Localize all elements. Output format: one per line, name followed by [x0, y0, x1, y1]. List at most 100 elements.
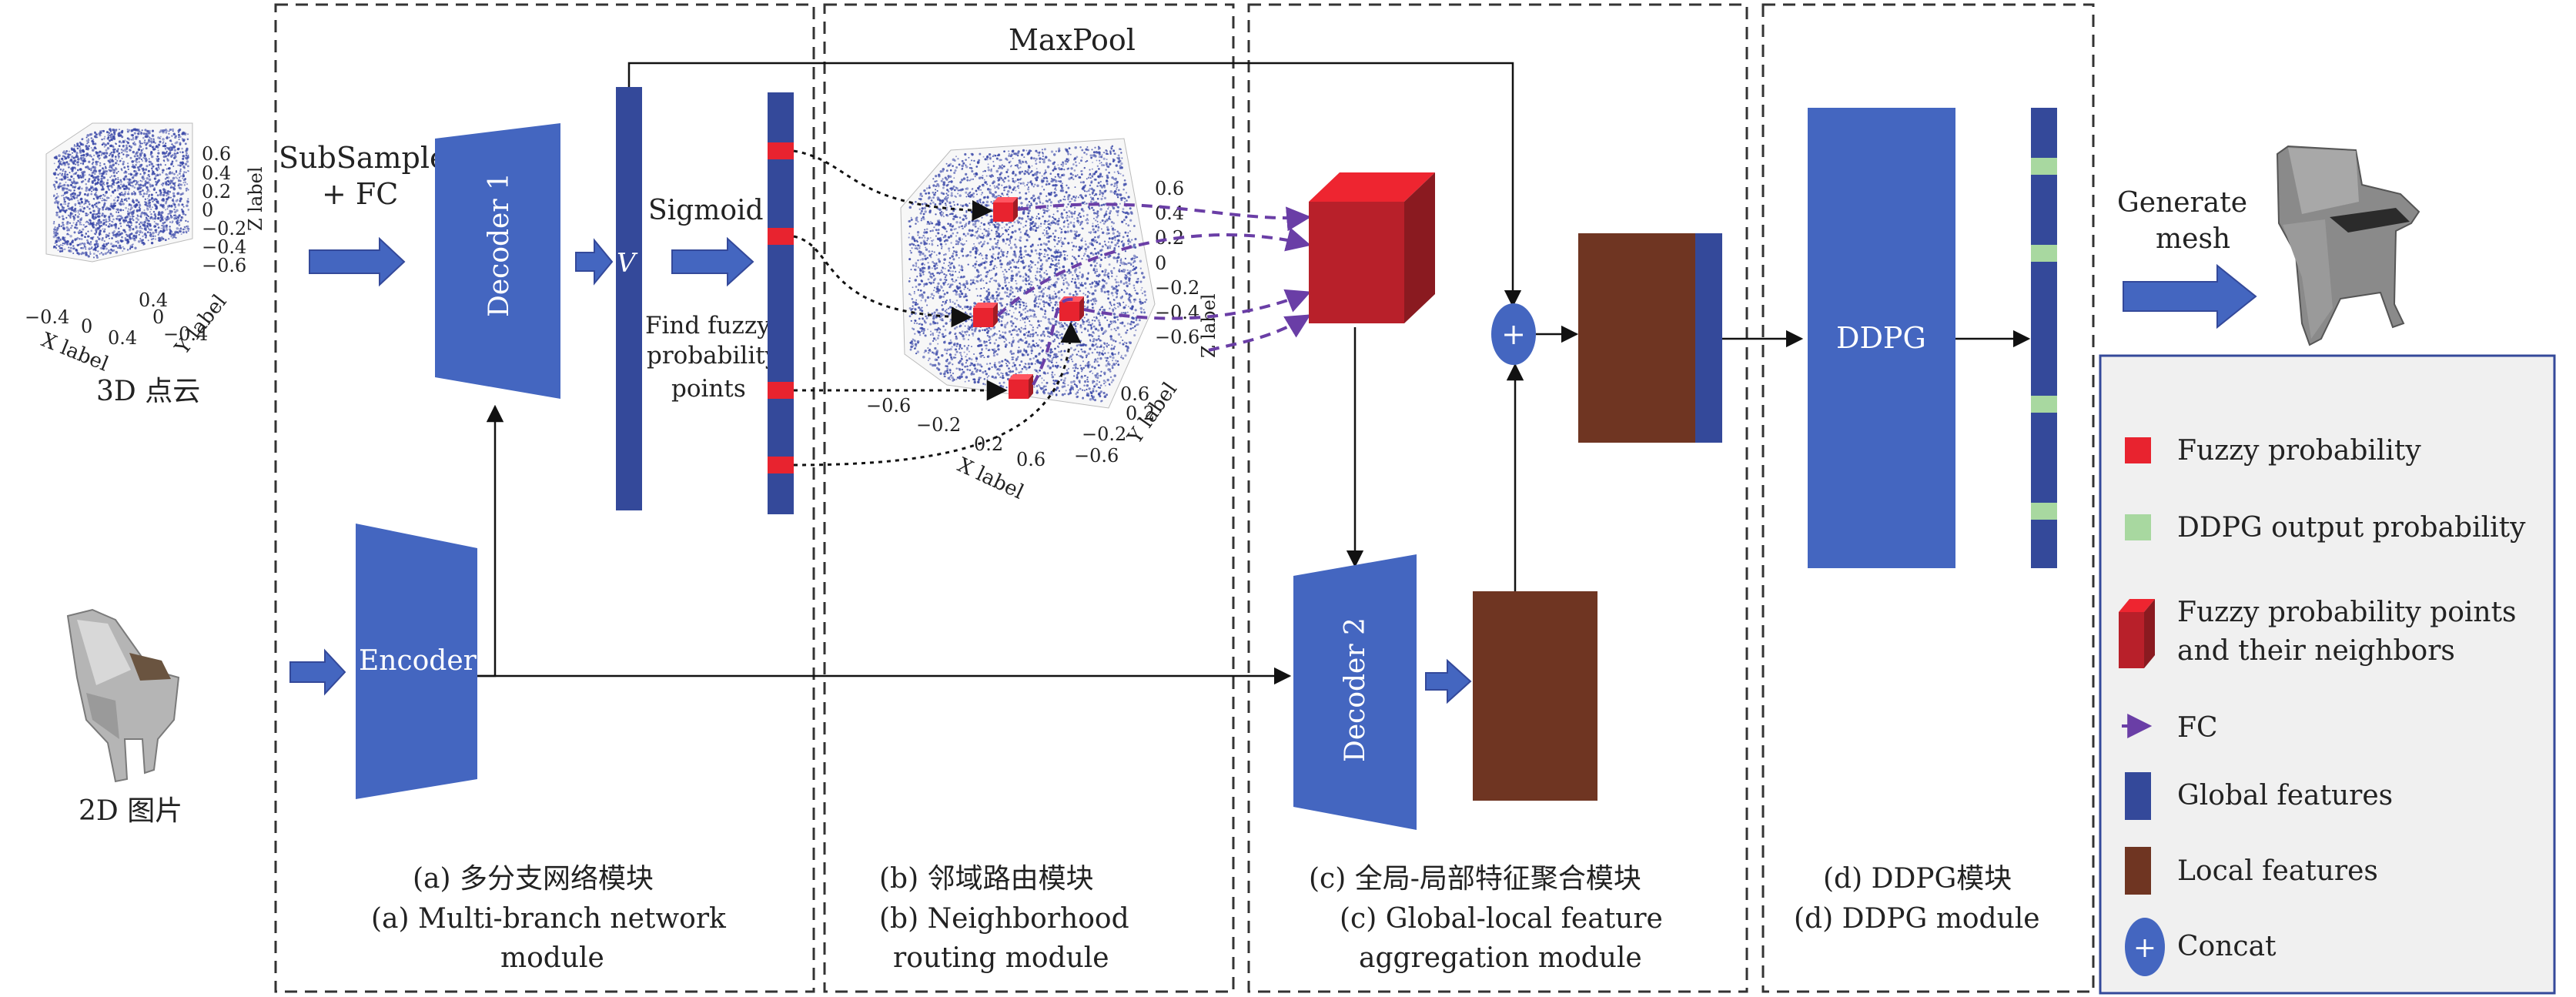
scatter-point — [1072, 178, 1075, 180]
scatter-point — [1058, 331, 1060, 333]
scatter-point — [122, 146, 125, 148]
decoder1-block — [435, 123, 560, 399]
scatter-point — [1097, 319, 1100, 322]
scatter-point — [914, 279, 918, 282]
scatter-point — [66, 205, 69, 208]
scatter-point — [1002, 273, 1005, 276]
scatter-point — [929, 202, 932, 205]
scatter-point — [915, 217, 917, 219]
scatter-point — [1058, 259, 1060, 262]
scatter-point — [131, 243, 133, 246]
scatter-point — [55, 244, 58, 246]
scatter-point — [160, 211, 164, 214]
scatter-point — [79, 149, 82, 152]
scatter-point — [1039, 374, 1042, 377]
scatter-point — [965, 333, 968, 336]
scatter-point — [1085, 250, 1087, 253]
scatter-point — [1008, 367, 1010, 370]
scatter-point — [978, 242, 981, 245]
scatter-point — [923, 351, 925, 353]
scatter-point — [992, 182, 995, 185]
scatter-point — [89, 154, 92, 157]
scatter-point — [85, 233, 88, 236]
scatter-point — [160, 227, 162, 229]
scatter-point — [91, 167, 93, 169]
scatter-point — [54, 201, 57, 204]
scatter-point — [156, 146, 159, 149]
scatter-point — [1039, 339, 1041, 341]
scatter-point — [1083, 380, 1087, 383]
scatter-point — [97, 206, 99, 209]
scatter-point — [1132, 321, 1135, 324]
scatter-point — [91, 162, 94, 166]
scatter-point — [1116, 275, 1118, 277]
scatter-point — [1038, 291, 1040, 293]
scatter-point — [1097, 223, 1099, 226]
scatter-point — [99, 164, 102, 167]
scatter-point — [129, 179, 132, 181]
scatter-point — [985, 156, 989, 159]
scatter-point — [1110, 147, 1113, 150]
scatter-point — [932, 337, 936, 340]
scatter-point — [1099, 386, 1102, 390]
scatter-point — [112, 192, 115, 195]
scatter-point — [72, 182, 74, 184]
scatter-point — [1038, 195, 1041, 199]
scatter-point — [142, 239, 144, 242]
scatter-point — [86, 142, 89, 145]
scatter-point — [955, 166, 958, 169]
scatter-point — [171, 146, 174, 149]
scatter-point — [989, 157, 992, 160]
scatter-point — [1025, 197, 1028, 201]
scatter-point — [187, 200, 189, 203]
scatter-point — [1037, 244, 1039, 246]
scatter-point — [1042, 309, 1044, 311]
scatter-point — [1106, 246, 1109, 249]
scatter-point — [961, 355, 963, 357]
scatter-point — [983, 228, 986, 231]
scatter-point — [123, 166, 126, 169]
scatter-point — [78, 232, 80, 235]
scatter-point — [71, 181, 72, 183]
scatter-point — [971, 315, 974, 318]
scatter-point — [146, 165, 149, 168]
scatter-point — [1125, 281, 1128, 284]
scatter-point — [1057, 236, 1060, 239]
scatter-point — [142, 132, 146, 135]
scatter-point — [937, 285, 939, 287]
scatter-point — [1018, 256, 1020, 259]
scatter-point — [58, 154, 61, 157]
scatter-point — [64, 236, 66, 239]
scatter-point — [1050, 283, 1052, 286]
scatter-point — [985, 290, 989, 293]
scatter-point — [1019, 303, 1022, 306]
scatter-point — [1060, 322, 1062, 323]
scatter-point — [1005, 303, 1009, 306]
scatter-point — [919, 269, 922, 273]
scatter-point — [120, 240, 123, 243]
scatter-point — [935, 185, 938, 188]
scatter-point — [1117, 281, 1119, 283]
scatter-point — [59, 238, 62, 240]
scatter-point — [1035, 157, 1038, 161]
scatter-point — [154, 204, 157, 207]
scatter-point — [1032, 315, 1035, 318]
scatter-point — [76, 147, 79, 150]
scatter-point — [85, 189, 88, 192]
scatter-point — [76, 215, 80, 219]
scatter-point — [1076, 275, 1079, 278]
scatter-point — [62, 168, 65, 171]
scatter-point — [1047, 317, 1051, 321]
scatter-point — [1012, 305, 1014, 308]
scatter-point — [155, 191, 158, 194]
scatter-point — [1128, 341, 1130, 343]
scatter-point — [110, 195, 112, 197]
scatter-point — [1002, 297, 1004, 300]
scatter-point — [147, 239, 149, 242]
scatter-point — [1081, 237, 1083, 239]
scatter-point — [1072, 360, 1074, 363]
scatter-point — [985, 257, 989, 260]
scatter-point — [117, 176, 119, 179]
scatter-point — [187, 189, 189, 191]
scatter-point — [140, 216, 142, 219]
